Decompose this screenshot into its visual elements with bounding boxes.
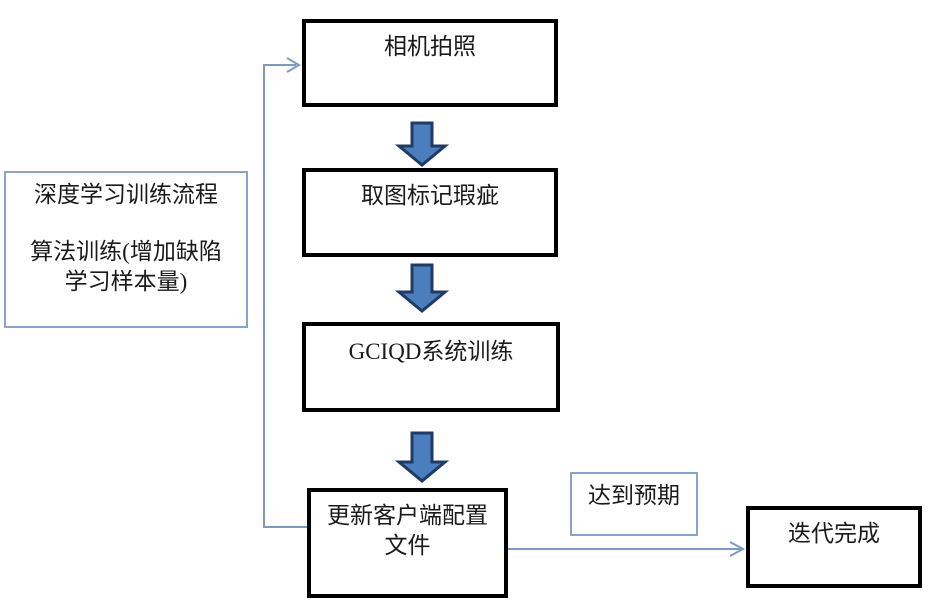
block-arrow-down-3-icon [394, 431, 450, 483]
side-note-line2: 算法训练(增加缺陷 [30, 239, 222, 264]
side-note-line1: 深度学习训练流程 [34, 182, 218, 207]
node-mark-defects: 取图标记瑕疵 [302, 168, 558, 257]
node-camera-label: 相机拍照 [384, 34, 476, 59]
node-update-config: 更新客户端配置 文件 [307, 488, 508, 598]
feedback-connector-line [263, 64, 307, 528]
condition-label-box: 达到预期 [570, 472, 698, 536]
node-update-config-label-line2: 文件 [384, 533, 431, 558]
done-arrowhead-icon [729, 541, 746, 557]
node-iteration-done: 迭代完成 [746, 506, 922, 588]
block-arrow-down-1-icon [394, 121, 450, 167]
node-update-config-label-line1: 更新客户端配置 [327, 503, 488, 528]
condition-label-text: 达到预期 [588, 483, 680, 508]
block-arrow-down-2-icon [394, 263, 450, 313]
node-system-training: GCIQD系统训练 [302, 322, 560, 412]
node-mark-defects-label: 取图标记瑕疵 [361, 183, 499, 208]
side-note-box: 深度学习训练流程 算法训练(增加缺陷 学习样本量) [4, 171, 248, 328]
side-note-line3: 学习样本量) [64, 269, 188, 294]
side-note-spacer [6, 210, 246, 237]
node-iteration-done-label: 迭代完成 [788, 521, 880, 546]
node-system-training-label: GCIQD系统训练 [348, 339, 514, 364]
feedback-arrowhead-icon [286, 57, 301, 73]
node-camera: 相机拍照 [302, 19, 558, 107]
